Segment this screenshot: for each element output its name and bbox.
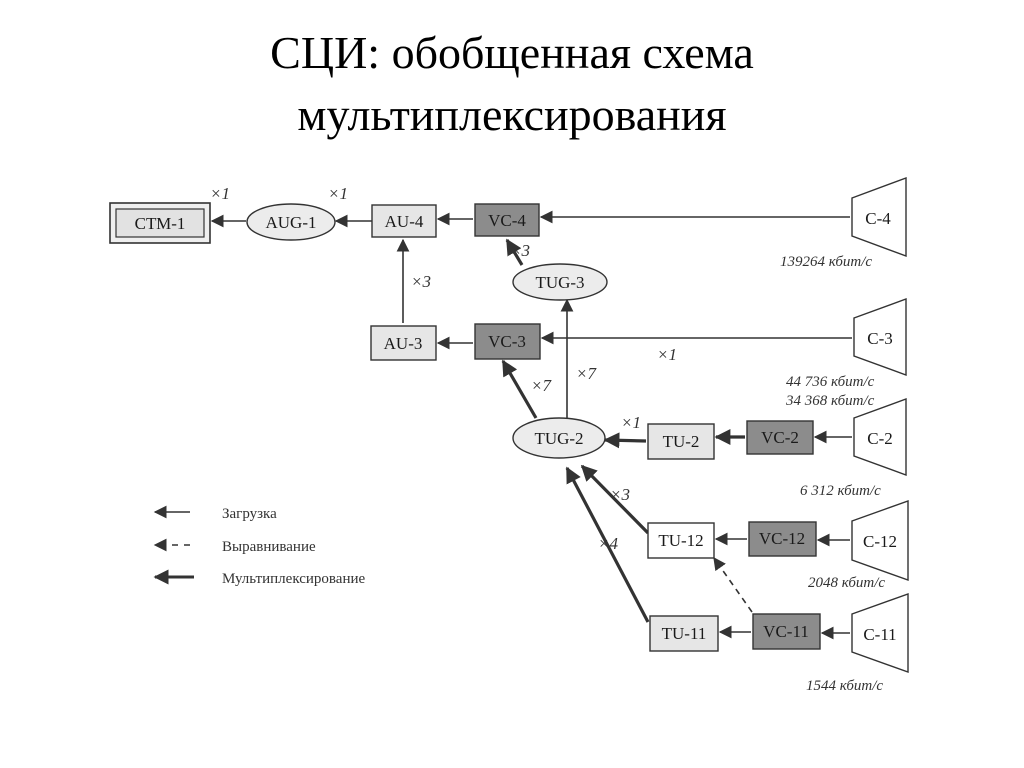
tug2-label: TUG-2 <box>534 429 583 448</box>
stm1-node: СТМ-1 <box>109 202 211 244</box>
title-line-2: мультиплексирования <box>297 89 727 140</box>
title-line-1: СЦИ: обобщенная схема <box>270 27 754 78</box>
load-arrows <box>210 210 852 640</box>
au3-node: AU-3 <box>370 325 437 361</box>
rate-c11: 1544 кбит/с <box>806 678 883 694</box>
stm1-label: СТМ-1 <box>135 214 186 233</box>
aug1-node: AUG-1 <box>246 203 336 241</box>
mult-au3-au4: ×3 <box>411 272 431 291</box>
mult-aug-au4: ×1 <box>328 184 348 203</box>
au3-label: AU-3 <box>384 334 423 353</box>
vc3-node: VC-3 <box>474 323 541 360</box>
legend-align-label: Выравнивание <box>222 539 316 555</box>
vc4-node: VC-4 <box>474 203 540 237</box>
c2-node: C-2 <box>853 397 907 477</box>
mult-c3-line: ×1 <box>657 345 677 364</box>
c3-node: C-3 <box>853 297 907 377</box>
c4-label: C-4 <box>865 209 891 228</box>
c11-node: C-11 <box>851 593 909 673</box>
tu12-label: TU-12 <box>658 531 703 550</box>
mult-tug2-tug3: ×7 <box>576 364 597 383</box>
c12-node: C-12 <box>851 500 909 581</box>
rate-c2: 6 312 кбит/с <box>800 483 881 499</box>
au4-node: AU-4 <box>371 204 437 238</box>
c3-label: C-3 <box>867 329 893 348</box>
c11-label: C-11 <box>863 625 896 644</box>
c2-label: C-2 <box>867 429 893 448</box>
tug3-node: TUG-3 <box>512 263 608 301</box>
rate-labels: 139264 кбит/с 44 736 кбит/с 34 368 кбит/… <box>780 254 885 694</box>
tug3-label: TUG-3 <box>535 273 584 292</box>
arrow-tu2-tug2 <box>603 432 647 449</box>
rate-c3-a: 44 736 кбит/с <box>786 374 875 390</box>
vc2-node: VC-2 <box>746 420 814 455</box>
vc2-label: VC-2 <box>761 428 799 447</box>
aug1-label: AUG-1 <box>266 213 317 232</box>
tu11-label: TU-11 <box>662 624 707 643</box>
arrow-tu12-tug2 <box>580 464 650 535</box>
slide-title: СЦИ: обобщенная схема мультиплексировани… <box>0 22 1024 146</box>
c4-node: C-4 <box>851 176 907 258</box>
rate-c4: 139264 кбит/с <box>780 254 872 270</box>
mult-tu2-tug2: ×1 <box>621 413 641 432</box>
vc4-label: VC-4 <box>488 211 526 230</box>
tu11-node: TU-11 <box>649 615 719 652</box>
mult-tug3-vc4: ×3 <box>510 241 530 260</box>
c12-label: C-12 <box>863 532 897 551</box>
rate-c3-b: 34 368 кбит/с <box>785 393 875 409</box>
legend: Загрузка Выравнивание Мультиплексировани… <box>153 505 366 587</box>
au4-label: AU-4 <box>385 212 424 231</box>
mux-arrows <box>501 238 745 623</box>
vc12-label: VC-12 <box>759 529 805 548</box>
arrow-tu11-tug2 <box>565 466 650 623</box>
arrow-vc11-tu12-alignment <box>713 556 753 613</box>
tu2-label: TU-2 <box>663 432 700 451</box>
arrow-tug2-vc3 <box>501 359 538 419</box>
arrow-tug3-vc4 <box>505 238 524 266</box>
vc12-node: VC-12 <box>748 521 817 557</box>
legend-mux-label: Мультиплексирование <box>222 571 366 587</box>
vc11-node: VC-11 <box>752 613 821 650</box>
tu12-node: TU-12 <box>647 522 715 559</box>
mult-tu11-tug2: ×4 <box>598 534 618 553</box>
vc3-label: VC-3 <box>488 332 526 351</box>
legend-load-label: Загрузка <box>222 506 277 522</box>
mult-tu12-tug2: ×3 <box>610 485 630 504</box>
tu2-node: TU-2 <box>647 423 715 460</box>
mult-tug2-vc3: ×7 <box>531 376 552 395</box>
mult-stm-aug: ×1 <box>210 184 230 203</box>
tug2-node: TUG-2 <box>512 417 606 459</box>
rate-c12: 2048 кбит/с <box>808 575 885 591</box>
vc11-label: VC-11 <box>763 622 809 641</box>
multiplier-labels: ×1 ×1 ×3 ×3 ×7 ×7 ×1 ×1 ×3 ×4 <box>210 184 677 553</box>
